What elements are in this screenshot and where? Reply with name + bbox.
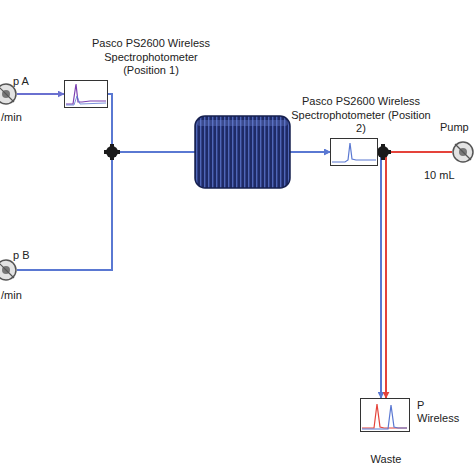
- node-label: Waste: [371, 453, 402, 466]
- spectrometer-screen: [330, 138, 378, 166]
- flow-line: [378, 152, 381, 398]
- pump-icon: [0, 260, 16, 280]
- pump: Pump10 mL: [452, 141, 474, 163]
- flow-line: [386, 152, 452, 398]
- spectrum-trace: [332, 143, 376, 162]
- spectrum-trace: [362, 405, 407, 429]
- node-label: p B: [13, 249, 30, 262]
- tee-junction: [104, 144, 120, 160]
- node-label: /min: [1, 289, 22, 302]
- node-label: P Wireless: [417, 399, 463, 425]
- pump: p A/min: [0, 83, 17, 105]
- spectrometer-screen: [64, 80, 108, 108]
- spectrum-trace: [362, 404, 407, 428]
- instrument-label: Pasco PS2600 Wireless Spectrophotometer …: [89, 37, 213, 77]
- instrument-label: Pasco PS2600 Wireless Spectrophotometer …: [291, 95, 431, 135]
- node-label: p A: [13, 75, 29, 88]
- flow-line: [17, 93, 64, 95]
- spectrometer-screen: [360, 398, 410, 432]
- coil-reactor: [195, 116, 290, 188]
- pump-icon: [453, 142, 473, 162]
- spectrum-trace: [66, 84, 106, 104]
- spectrophotometer-box: Pasco PS2600 Wireless Spectrophotometer …: [330, 138, 378, 166]
- node-label: Pump: [440, 121, 469, 134]
- node-label: 10 mL: [424, 169, 455, 182]
- spectrum-trace: [66, 96, 106, 105]
- spectrophotometer-box: Pasco PS2600 Wireless Spectrophotometer …: [64, 80, 108, 108]
- node-label: /min: [1, 111, 22, 124]
- spectrophotometer-box: P WirelessWaste: [360, 398, 410, 432]
- pump: p B/min: [0, 259, 17, 281]
